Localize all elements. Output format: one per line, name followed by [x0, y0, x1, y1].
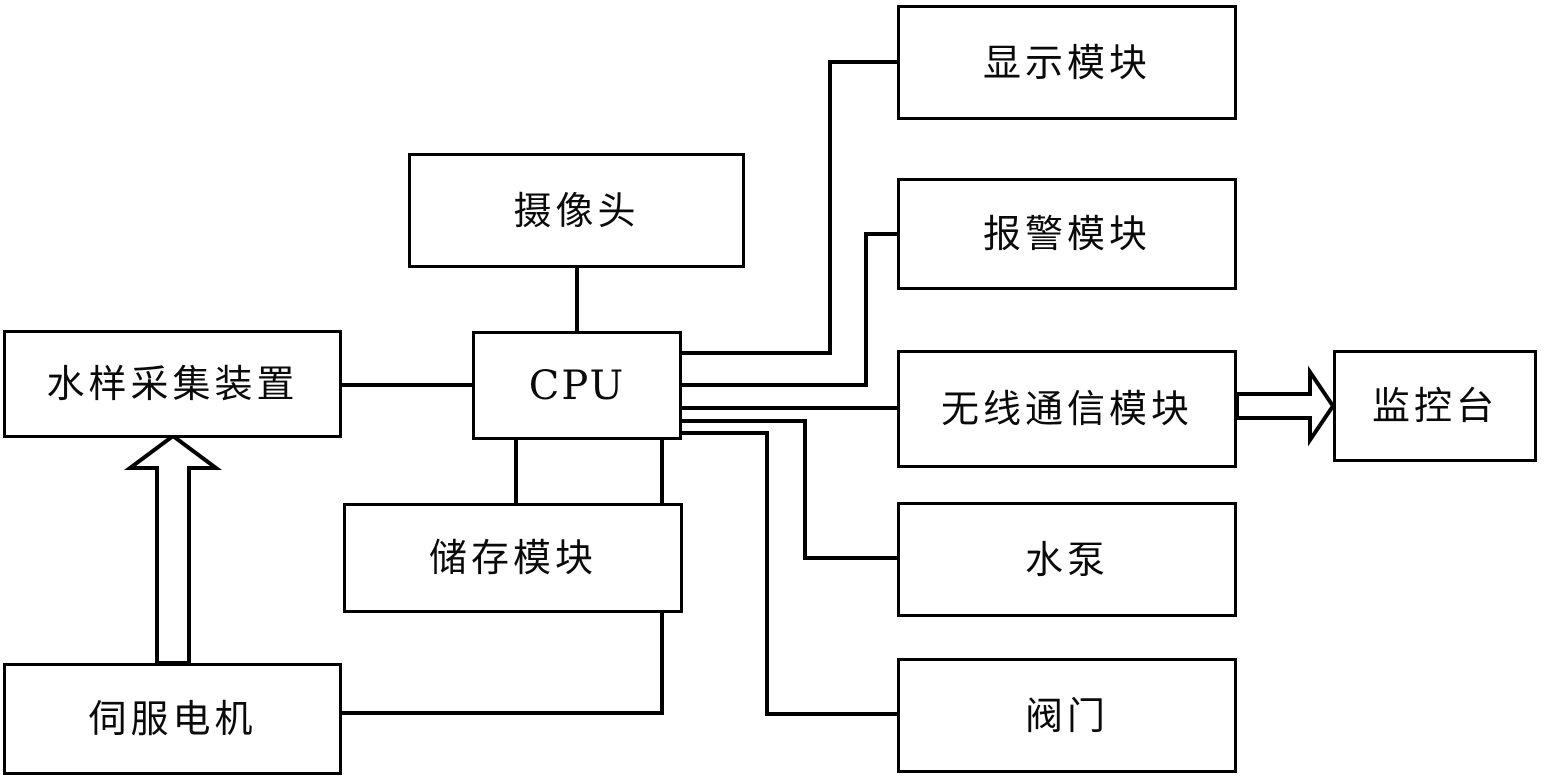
- connector-cpu-to-display: [680, 60, 899, 355]
- node-storage-module[interactable]: 储存模块: [343, 503, 683, 613]
- node-wireless-module[interactable]: 无线通信模块: [897, 350, 1237, 468]
- node-camera[interactable]: 摄像头: [408, 153, 745, 268]
- node-monitoring-console[interactable]: 监控台: [1333, 350, 1537, 462]
- node-monitoring-console-label: 监控台: [1371, 384, 1498, 428]
- node-cpu-label: CPU: [528, 362, 626, 409]
- node-display-module-label: 显示模块: [982, 40, 1151, 85]
- node-servo-motor-label: 伺服电机: [88, 697, 257, 741]
- arrow-servo-to-sampler: [123, 433, 223, 665]
- connector-cpu-to-pump: [680, 419, 899, 560]
- node-cpu[interactable]: CPU: [472, 331, 682, 440]
- node-valve[interactable]: 阀门: [897, 658, 1237, 773]
- node-wireless-module-label: 无线通信模块: [940, 387, 1193, 431]
- node-alarm-module-label: 报警模块: [982, 212, 1151, 256]
- connector-cpu-to-valve: [680, 431, 899, 716]
- node-water-pump[interactable]: 水泵: [897, 502, 1237, 617]
- connector-cpu-to-alarm: [680, 232, 899, 387]
- node-camera-label: 摄像头: [513, 188, 640, 233]
- node-display-module[interactable]: 显示模块: [897, 5, 1237, 120]
- node-alarm-module[interactable]: 报警模块: [897, 178, 1237, 290]
- node-storage-module-label: 储存模块: [428, 536, 597, 580]
- node-valve-label: 阀门: [1024, 693, 1109, 738]
- node-sampler-label: 水样采集装置: [46, 362, 299, 406]
- node-water-pump-label: 水泵: [1024, 537, 1109, 582]
- node-sampler[interactable]: 水样采集装置: [3, 330, 342, 438]
- arrow-wireless-to-console: [1235, 365, 1336, 447]
- node-servo-motor[interactable]: 伺服电机: [3, 663, 342, 775]
